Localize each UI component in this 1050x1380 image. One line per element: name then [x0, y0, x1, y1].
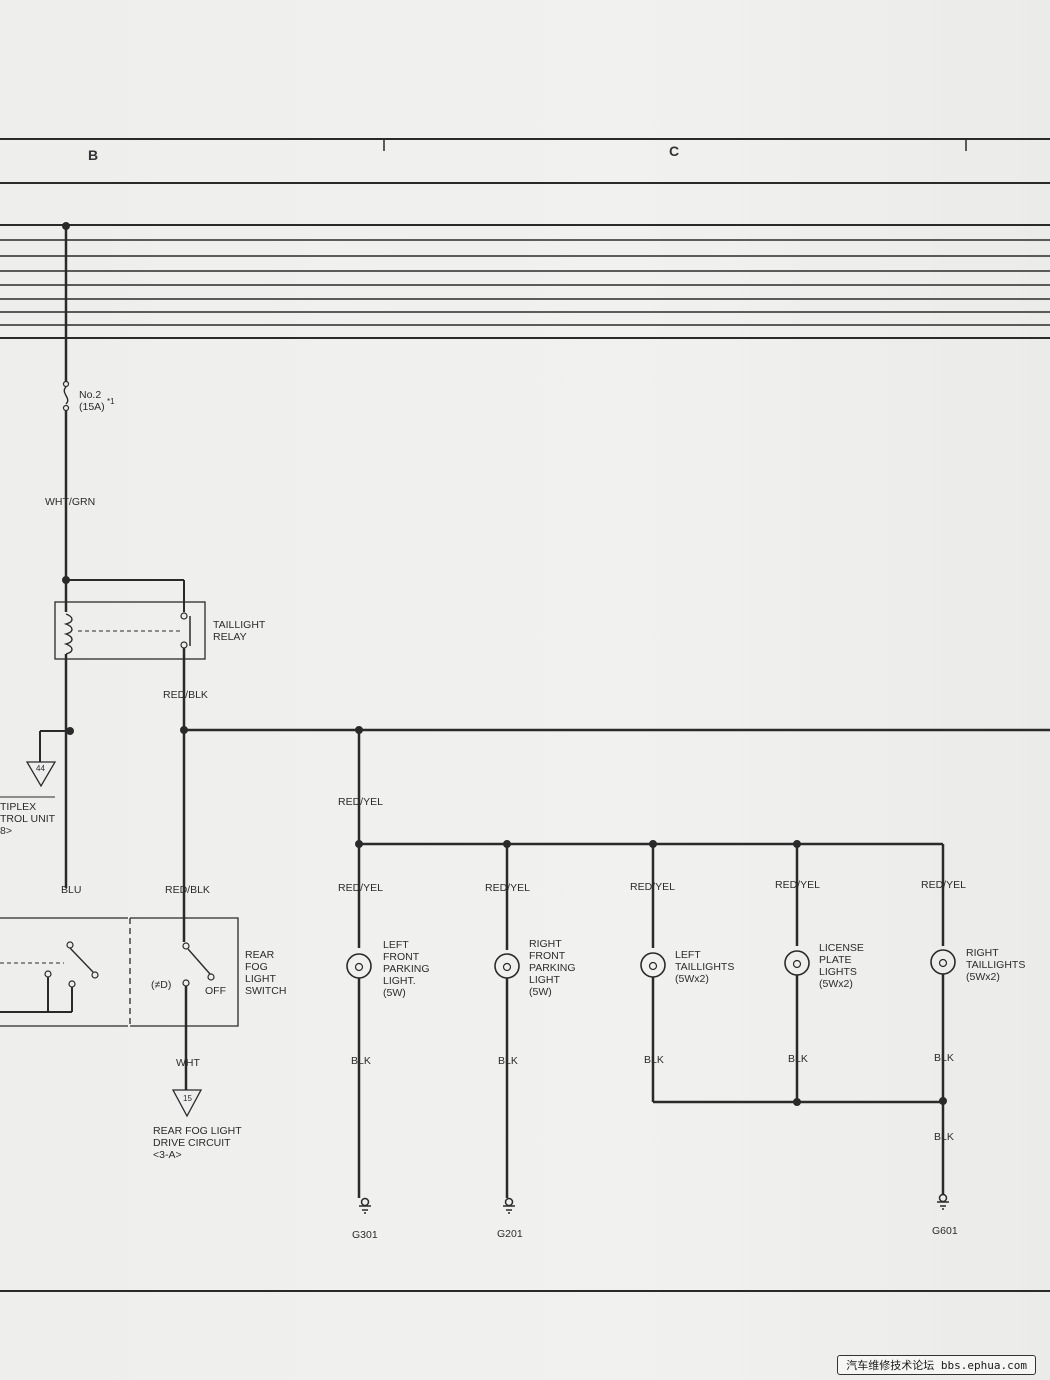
- relay-coil-icon: [63, 613, 73, 655]
- rear-fog-switch-label-line1: REAR: [245, 949, 275, 961]
- lamp-label: PLATE: [819, 954, 851, 966]
- relay-label-line2: RELAY: [213, 631, 247, 643]
- fuse-terminal: [62, 404, 70, 412]
- multiplex-connector-number: 44: [36, 764, 45, 773]
- lamp-icon: [930, 949, 956, 975]
- taillight-relay-box: [54, 601, 206, 660]
- relay-label-line1: TAILLIGHT: [213, 619, 266, 631]
- ground-icon: [359, 1197, 371, 1214]
- switch-contact: [68, 980, 76, 988]
- fog-drive-connector-number: 15: [183, 1094, 192, 1103]
- ground-label: G201: [497, 1228, 523, 1240]
- lamp-label: TAILLIGHTS: [966, 959, 1025, 971]
- wire-label-red-yel: RED/YEL: [485, 882, 530, 894]
- multiplex-connector-icon: [25, 761, 57, 788]
- fog-drive-label-line1: REAR FOG LIGHT: [153, 1125, 242, 1137]
- lamp-label: (5W): [383, 987, 406, 999]
- fuse-note: *1: [107, 397, 115, 406]
- switch-contact: [182, 942, 190, 950]
- lamp-label: LIGHT: [529, 974, 561, 986]
- lamp-icon: [784, 950, 810, 976]
- lamp-label: RIGHT: [529, 938, 562, 950]
- fuse-rating: (15A): [79, 401, 105, 413]
- wire-label-blk: BLK: [498, 1055, 518, 1067]
- wire-label-red-yel: RED/YEL: [338, 796, 383, 808]
- junction-dot: [793, 1098, 801, 1106]
- switch-arm: [69, 947, 94, 973]
- fog-drive-label-line2: DRIVE CIRCUIT: [153, 1137, 231, 1149]
- lamp-label: FRONT: [383, 951, 420, 963]
- wire-label-wht: WHT: [176, 1057, 200, 1069]
- ground-label: G601: [932, 1225, 958, 1237]
- lamp-label: (5W): [529, 986, 552, 998]
- rear-fog-switch-label-line4: SWITCH: [245, 985, 286, 997]
- wire-label-blk: BLK: [644, 1054, 664, 1066]
- wire-label-blk: BLK: [934, 1131, 954, 1143]
- lamp-label: LIGHT.: [383, 975, 416, 987]
- lamp-icon: [640, 952, 666, 978]
- wire-label-red-yel: RED/YEL: [630, 881, 675, 893]
- lamp-label: LIGHTS: [819, 966, 857, 978]
- lamp-label: LICENSE: [819, 942, 864, 954]
- multiplex-label-line1: TIPLEX: [0, 801, 36, 813]
- lamp-label: LEFT: [383, 939, 409, 951]
- lamp-label: (5Wx2): [819, 978, 853, 990]
- wire-label-red-yel: RED/YEL: [921, 879, 966, 891]
- ground-icon: [503, 1197, 515, 1214]
- wire-label-blu: BLU: [61, 884, 81, 896]
- multiplex-label-line3: 8>: [0, 825, 12, 837]
- switch-off-label: OFF: [205, 985, 226, 997]
- wire-label-blk: BLK: [351, 1055, 371, 1067]
- lamp-label: (5Wx2): [675, 973, 709, 985]
- wire-label-blk: BLK: [934, 1052, 954, 1064]
- lamp-icon: [494, 953, 520, 979]
- ground-label: G301: [352, 1229, 378, 1241]
- rear-fog-switch-label-line3: LIGHT: [245, 973, 277, 985]
- rear-fog-switch-label-line2: FOG: [245, 961, 268, 973]
- zone-label-b: B: [88, 147, 98, 163]
- junction-dot: [62, 222, 70, 230]
- lamp-label: (5Wx2): [966, 971, 1000, 983]
- zone-label-c: C: [669, 143, 679, 159]
- lamp-label: PARKING: [383, 963, 429, 975]
- wire-label-red-blk: RED/BLK: [165, 884, 210, 896]
- wire-label-blk: BLK: [788, 1053, 808, 1065]
- lamp-icon: [346, 953, 372, 979]
- wire-label-wht-grn: WHT/GRN: [45, 496, 95, 508]
- wire-label-red-yel: RED/YEL: [338, 882, 383, 894]
- fog-drive-label-line3: <3-A>: [153, 1149, 182, 1161]
- fuse-name: No.2: [79, 389, 101, 401]
- fuse-icon: [63, 386, 69, 405]
- lamp-label: TAILLIGHTS: [675, 961, 734, 973]
- lamp-label: FRONT: [529, 950, 566, 962]
- relay-contact: [180, 612, 188, 620]
- multiplex-label-line2: TROL UNIT: [0, 813, 56, 825]
- lamp-label: PARKING: [529, 962, 575, 974]
- switch-arm: [187, 948, 211, 975]
- wire-label-red-yel: RED/YEL: [775, 879, 820, 891]
- fuse-terminal: [62, 380, 70, 388]
- fog-drive-connector-icon: [171, 1089, 203, 1118]
- ground-icon: [937, 1193, 949, 1210]
- switch-contact: [66, 941, 74, 949]
- switch-contact: [44, 970, 52, 978]
- lamp-label: RIGHT: [966, 947, 999, 959]
- switch-contact: [207, 973, 215, 981]
- lamp-label: LEFT: [675, 949, 701, 961]
- wire-label-red-blk: RED/BLK: [163, 689, 208, 701]
- fog-light-symbol: (≠D): [151, 979, 171, 991]
- watermark: 汽车维修技术论坛 bbs.ephua.com: [837, 1355, 1036, 1375]
- relay-contact: [180, 641, 188, 649]
- junction-dot: [939, 1097, 947, 1105]
- switch-contact: [182, 979, 190, 987]
- switch-contact: [91, 971, 99, 979]
- combination-switch-box: [0, 917, 128, 1027]
